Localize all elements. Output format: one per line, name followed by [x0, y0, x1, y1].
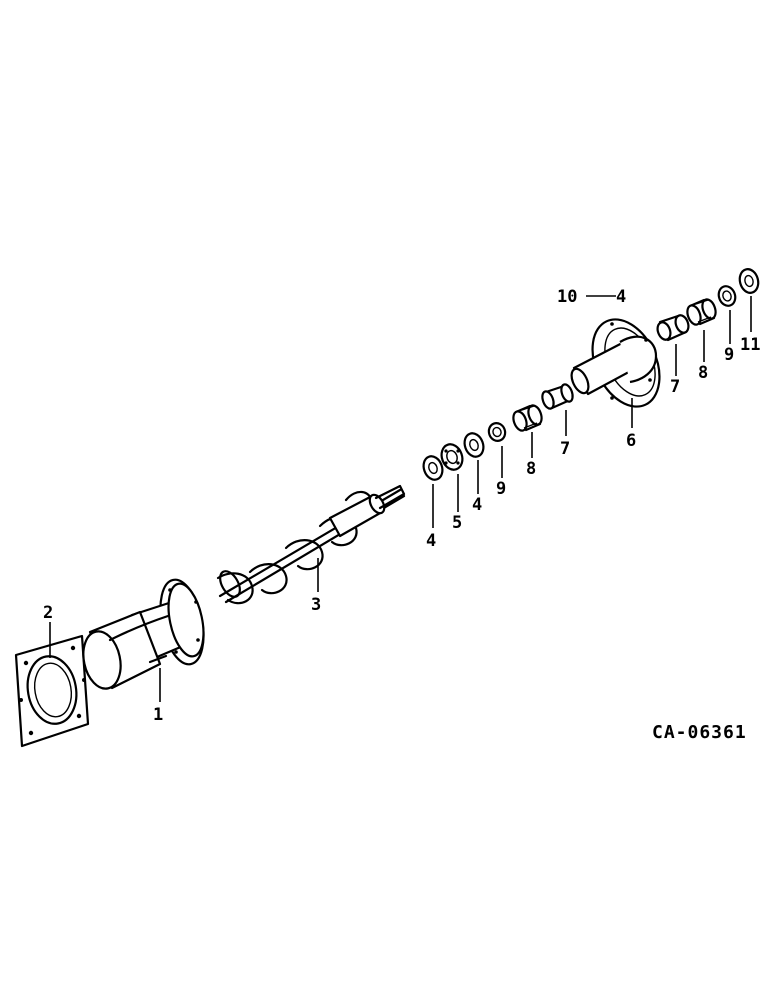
drawing-reference-code: CA-06361: [652, 722, 747, 743]
callout-9-b: 9: [724, 345, 734, 365]
callout-2: 2: [43, 603, 53, 623]
part-1-auger-housing: [82, 578, 205, 690]
callout-labels: 2 1 3 4 5 4 9 8 7 6 7 8 9 11 10 4: [43, 287, 760, 725]
callout-8-a: 8: [526, 459, 536, 479]
part-4-washer-b: [463, 432, 485, 458]
part-4-washer-a: [422, 455, 444, 481]
callout-7-a: 7: [560, 439, 570, 459]
leader-lines: [49, 295, 752, 702]
callout-3: 3: [311, 595, 321, 615]
part-11-cap-washer: [738, 268, 760, 294]
part-8-needle-bearing-b: [686, 298, 717, 326]
part-8-needle-bearing-a: [512, 404, 543, 432]
part-9-seal-a: [487, 422, 507, 442]
callout-10: 10: [557, 287, 577, 307]
callout-8-b: 8: [698, 363, 708, 383]
part-5-bearing: [440, 443, 464, 471]
callout-4-b: 4: [472, 495, 482, 515]
part-7-bushing-b: [656, 314, 690, 342]
part-9-seal-b: [717, 285, 737, 307]
callout-9-a: 9: [496, 479, 506, 499]
callout-7-b: 7: [670, 377, 680, 397]
callout-4-a: 4: [426, 531, 436, 551]
callout-6: 6: [626, 431, 636, 451]
callout-1: 1: [153, 705, 163, 725]
callout-10-suffix: 4: [616, 287, 626, 307]
part-7-bushing-a: [541, 383, 574, 410]
part-2-gasket-plate: [14, 634, 90, 748]
part-6-spindle-hub: [570, 318, 661, 408]
callout-11: 11: [740, 335, 760, 355]
callout-5: 5: [452, 513, 462, 533]
part-3-auger-shaft: [216, 484, 406, 605]
